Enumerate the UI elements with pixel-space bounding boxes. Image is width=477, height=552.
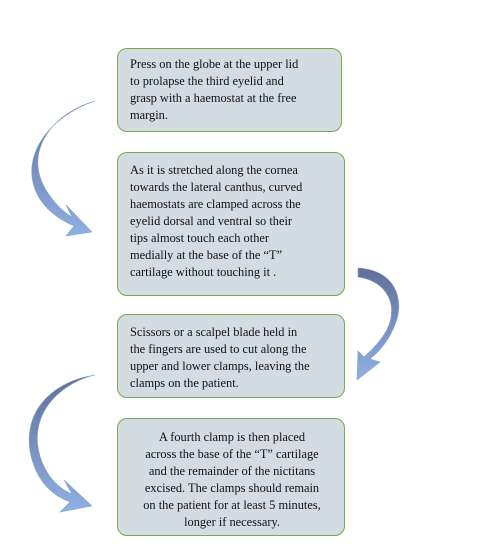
step-box-1: Press on the globe at the upper lid to p… [117,48,342,132]
step-text-2: As it is stretched along the cornea towa… [130,163,303,279]
curved-arrow-left-1 [31,100,96,237]
step-text-4: A fourth clamp is then placed across the… [143,430,321,529]
curved-arrow-left-2 [28,374,96,513]
curved-arrow-right [356,267,400,381]
step-box-2: As it is stretched along the cornea towa… [117,152,345,296]
step-text-1: Press on the globe at the upper lid to p… [130,57,299,122]
step-box-3: Scissors or a scalpel blade held in the … [117,314,345,398]
step-text-3: Scissors or a scalpel blade held in the … [130,325,310,390]
step-box-4: A fourth clamp is then placed across the… [117,418,345,536]
